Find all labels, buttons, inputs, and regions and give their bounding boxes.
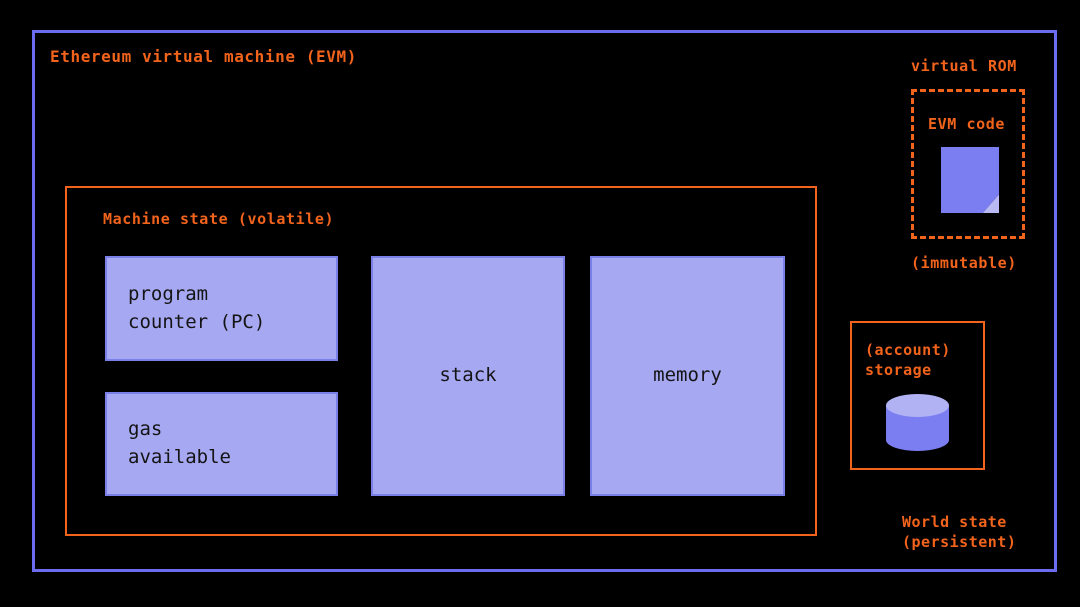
virtual-rom-title: virtual ROM	[911, 57, 1017, 75]
document-page-icon	[941, 147, 999, 213]
evm-outer-frame	[32, 30, 1057, 572]
account-storage-label: (account) storage	[865, 341, 951, 380]
virtual-rom-dashed-frame	[911, 89, 1025, 239]
machine-state-title: Machine state (volatile)	[103, 210, 335, 228]
document-page-body	[941, 147, 999, 213]
stack-box: stack	[371, 256, 565, 496]
database-cylinder-icon	[886, 394, 949, 457]
database-cylinder-top	[886, 394, 949, 417]
world-state-footnote: World state (persistent)	[902, 513, 1017, 552]
immutable-footnote: (immutable)	[911, 254, 1017, 272]
program-counter-box: program counter (PC)	[105, 256, 338, 361]
account-storage-frame	[850, 321, 985, 470]
gas-available-box: gas available	[105, 392, 338, 496]
evm-code-label: EVM code	[928, 115, 1006, 133]
evm-title: Ethereum virtual machine (EVM)	[50, 47, 357, 66]
machine-state-frame	[65, 186, 817, 536]
memory-box: memory	[590, 256, 785, 496]
